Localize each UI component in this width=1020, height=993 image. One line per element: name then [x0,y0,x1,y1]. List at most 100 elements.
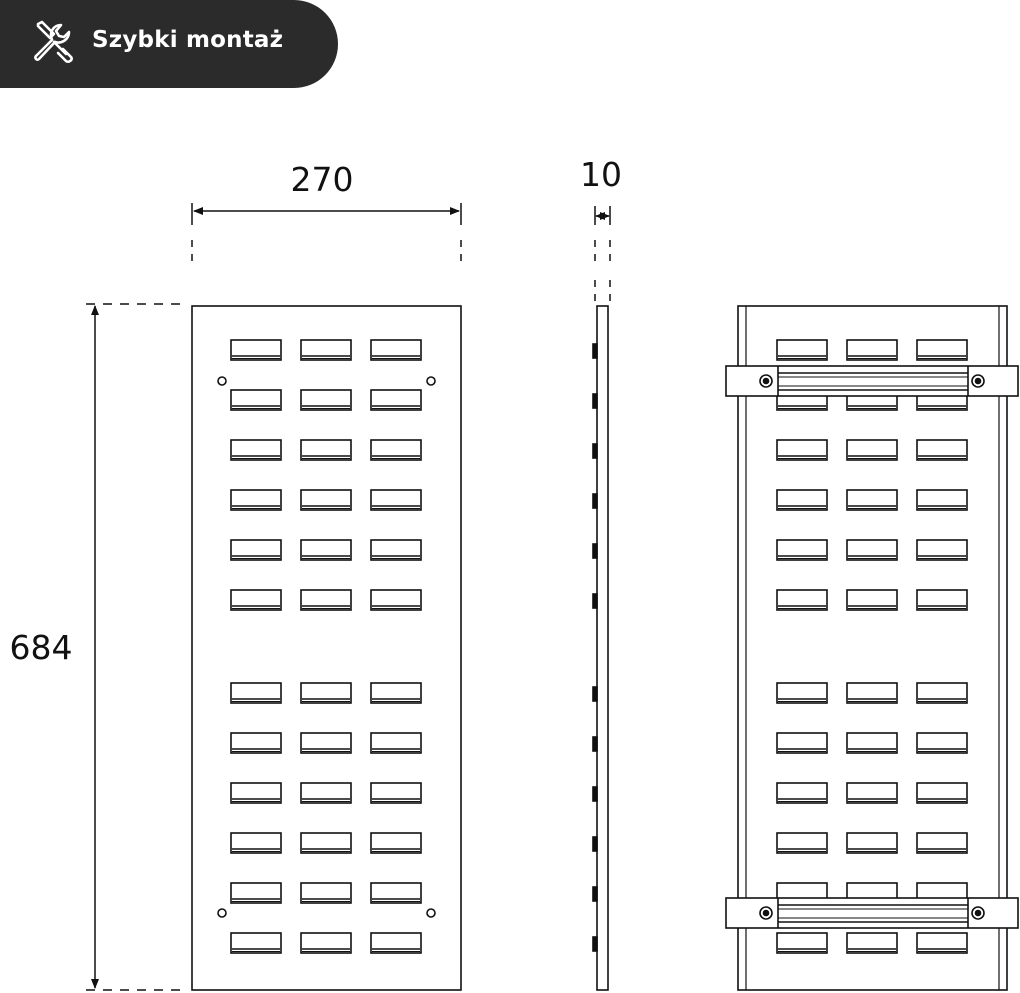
mounting-hole [426,376,436,386]
bracket-screw [759,906,773,920]
side-slot-edge [592,543,598,559]
mounted-slot [916,782,968,804]
height-dimension [86,303,188,991]
mounted-slot [916,539,968,561]
mounting-hole [217,376,227,386]
front-slot [300,539,352,561]
side-slot-edge [592,836,598,852]
mounted-slot [916,832,968,854]
side-slot-edge [592,593,598,609]
front-slot [370,682,422,704]
side-view [592,305,609,991]
mounted-slot [776,439,828,461]
front-slot [300,682,352,704]
side-slot-edge [592,443,598,459]
bracket-screw [971,906,985,920]
front-panel-outline [191,305,462,991]
front-slot [300,489,352,511]
front-slot [300,882,352,904]
front-slot [230,339,282,361]
side-slot-edge [592,936,598,952]
mounted-slot [916,339,968,361]
side-slot-edge [592,343,598,359]
front-view [191,305,462,991]
front-slot [370,832,422,854]
front-slot [370,489,422,511]
mounted-slot [846,489,898,511]
front-slot [370,339,422,361]
mounted-slot [916,439,968,461]
mounted-slot [916,682,968,704]
front-slot [230,539,282,561]
front-slot [230,489,282,511]
front-slot [230,832,282,854]
mounted-slot [776,539,828,561]
mounted-slot [916,589,968,611]
front-slot [300,589,352,611]
mounted-slot [776,782,828,804]
mounted-slot [776,589,828,611]
feature-badge: Szybki montaż [0,0,338,88]
front-slot [230,882,282,904]
front-slot [370,732,422,754]
mounted-slot [846,339,898,361]
mounted-slot [776,732,828,754]
side-slot-edge [592,786,598,802]
badge-label: Szybki montaż [92,27,284,53]
side-slot-edge [592,686,598,702]
width-dimension [191,203,462,262]
depth-label: 10 [580,155,622,194]
mounted-slot [776,339,828,361]
mounted-slot [916,932,968,954]
mounting-hole [426,908,436,918]
mounted-panel-outline [737,305,1008,991]
front-slot [230,732,282,754]
front-slot [230,439,282,461]
mounted-slot [846,682,898,704]
front-slot [370,539,422,561]
front-slot [230,932,282,954]
mounted-slot [776,832,828,854]
mounted-slot [776,932,828,954]
front-slot [370,932,422,954]
side-panel-outline [596,305,609,991]
side-slot-edge [592,886,598,902]
mounted-view [725,305,1019,991]
front-slot [370,389,422,411]
front-slot [370,439,422,461]
mounting-bracket [725,365,1019,397]
tools-icon [34,20,73,64]
front-slot [300,389,352,411]
mounted-slot [846,539,898,561]
front-slot [300,439,352,461]
side-slot-edge [592,493,598,509]
front-slot [300,339,352,361]
mounted-slot [776,489,828,511]
mounted-slot [846,732,898,754]
front-slot [230,682,282,704]
height-label: 684 [10,628,73,667]
bracket-screw [759,374,773,388]
side-slot-edge [592,393,598,409]
width-label: 270 [291,160,354,199]
front-slot [300,732,352,754]
mounted-slot [846,439,898,461]
mounted-slot [846,782,898,804]
mounted-slot [846,932,898,954]
mounting-hole [217,908,227,918]
mounted-slot [846,589,898,611]
mounted-slot [916,489,968,511]
side-slot-edge [592,736,598,752]
mounted-slot [846,832,898,854]
front-slot [300,782,352,804]
front-slot [230,389,282,411]
mounted-slot [776,682,828,704]
front-slot [370,882,422,904]
front-slot [300,832,352,854]
mounted-slot [916,732,968,754]
front-slot [370,782,422,804]
front-slot [300,932,352,954]
front-slot [230,782,282,804]
front-slot [230,589,282,611]
